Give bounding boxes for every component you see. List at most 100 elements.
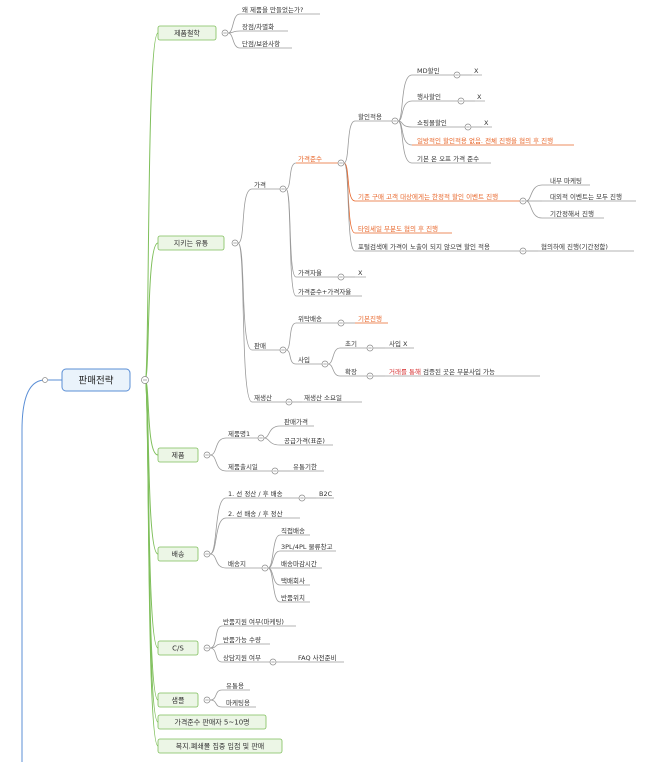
- purchase-toggle[interactable]: [321, 360, 329, 368]
- reproduction-toggle[interactable]: [285, 398, 293, 406]
- price-self-toggle[interactable]: [337, 273, 345, 281]
- root-toggle[interactable]: [141, 376, 149, 384]
- kind1-toggle[interactable]: [257, 434, 265, 442]
- expand-value: 거래를 통해 검증된 곳은 부분사입 가능: [389, 367, 495, 376]
- period-fixed-text: 기간정해서 진행: [550, 209, 594, 218]
- 3pl-text: 3PL/4PL 물류창고: [281, 543, 333, 551]
- weakness-text: 단점/보완사항: [242, 39, 280, 48]
- product-strategy-toggle[interactable]: [221, 29, 229, 37]
- price-self-text: 가격자율: [298, 268, 322, 277]
- cs-label: C/S: [172, 645, 184, 653]
- discount-toggle[interactable]: [391, 117, 399, 125]
- expand-value-rest: 검증된 곳은 부분사입 가능: [421, 367, 495, 376]
- keep-rules-toggle[interactable]: [231, 239, 239, 247]
- branch-welfare[interactable]: 복지.폐쇄몰 집중 입점 및 판매: [157, 738, 283, 754]
- initial-toggle[interactable]: [366, 344, 374, 352]
- root-label: 판매전략: [79, 375, 114, 387]
- ship-deadline-text: 배송마감시간: [281, 559, 317, 568]
- shipping-label: 배송: [172, 550, 185, 559]
- consign-toggle[interactable]: [337, 319, 345, 327]
- ship-location-text: 배송지: [228, 559, 246, 568]
- branch-product-strategy[interactable]: 제품철학: [157, 25, 217, 41]
- branch-product[interactable]: 제품: [157, 447, 199, 463]
- ship-location-toggle[interactable]: [261, 564, 269, 572]
- price-self-value: X: [358, 269, 363, 277]
- strength-text: 장점/차별화: [242, 22, 274, 31]
- portal-toggle[interactable]: [519, 247, 527, 255]
- branch-keep-rules[interactable]: 지키는 유통: [157, 235, 225, 251]
- ship-first-text: 1. 선 정산 / 후 배송: [228, 489, 283, 498]
- b2c-text: B2C: [319, 490, 333, 498]
- discount-text: 할인적용: [358, 112, 382, 121]
- event-discount-text: 행사할인: [417, 92, 441, 101]
- release-text: 제품출시일: [228, 462, 258, 471]
- courier-text: 택배회사: [281, 576, 305, 585]
- shipping-toggle[interactable]: [203, 550, 211, 558]
- portal-text: 포털검색에 가격이 노출이 되지 않으면 할인 적용: [358, 242, 490, 251]
- md-discount-text: MD할인: [417, 66, 440, 75]
- expiry-text: 유통기한: [293, 462, 317, 471]
- sample-toggle[interactable]: [203, 696, 211, 704]
- existing-customer-text: 기존 구매 고객 대상에게는 한정적 할인 이벤트 진행: [358, 192, 498, 201]
- price-toggle[interactable]: [279, 185, 287, 193]
- cs-toggle[interactable]: [203, 644, 211, 652]
- initial-value: 사입 X: [389, 339, 408, 348]
- direct-ship-text: 직접배송: [281, 526, 305, 535]
- price-comply-text: 가격준수: [298, 154, 322, 163]
- return-support-text: 반품지원 여부(마케팅): [223, 617, 284, 626]
- faq-text: FAQ 사전준비: [298, 653, 337, 662]
- purchase-text: 사입: [298, 355, 310, 364]
- keep-rules-label: 지키는 유통: [174, 239, 209, 248]
- consign-value: 기본진행: [358, 314, 382, 323]
- sample-label: 샘플: [172, 697, 185, 705]
- product-label: 제품: [172, 452, 185, 460]
- reproduction-value: 재생산 소요일: [304, 393, 342, 402]
- product-strategy-label: 제품철학: [174, 29, 200, 38]
- external-event-text: 대외적 이벤트는 모두 진행: [550, 192, 622, 201]
- release-toggle[interactable]: [271, 467, 279, 475]
- branch-cs[interactable]: C/S: [157, 640, 199, 656]
- price-comply-toggle[interactable]: [337, 159, 345, 167]
- branch-shipping[interactable]: 배송: [157, 546, 199, 562]
- branch-price-seller[interactable]: 가격준수 판매자 5~10명: [157, 714, 267, 730]
- event-discount-toggle[interactable]: [457, 97, 465, 105]
- consign-text: 위탁배송: [298, 314, 322, 323]
- event-discount-value: X: [477, 93, 482, 101]
- ship-second-text: 2. 선 배송 / 후 정산: [228, 509, 283, 518]
- ship-first-toggle[interactable]: [298, 494, 306, 502]
- sample-marketing-text: 마케팅용: [226, 698, 250, 707]
- timesale-text: 타임세일 부분도 협의 후 진행: [358, 224, 438, 233]
- root-node[interactable]: 판매전략: [61, 368, 131, 392]
- consult-text: 상담지원 여부: [223, 653, 261, 662]
- mall-discount-value: X: [484, 119, 489, 127]
- root-connectors: [21, 32, 159, 762]
- mall-discount-toggle[interactable]: [464, 123, 472, 131]
- sale-price-text: 판매가격: [284, 417, 308, 426]
- md-discount-value: X: [474, 67, 479, 75]
- sample-dist-text: 유통용: [226, 682, 244, 690]
- expand-text: 확장: [345, 367, 357, 376]
- branch-sample[interactable]: 샘플: [157, 692, 199, 708]
- mall-discount-text: 쇼핑몰할인: [417, 118, 447, 127]
- kind1-text: 제품명1: [228, 429, 250, 438]
- sales-text: 판매: [254, 341, 266, 350]
- price-text: 가격: [254, 180, 266, 189]
- md-discount-toggle[interactable]: [453, 71, 461, 79]
- basic-price-text: 기본 온 오프 가격 준수: [417, 154, 479, 163]
- left-collapse-toggle[interactable]: [42, 377, 48, 383]
- price-mixed-text: 가격준수+가격자율: [298, 287, 351, 296]
- expand-toggle[interactable]: [366, 372, 374, 380]
- initial-text: 초기: [345, 339, 357, 348]
- expand-value-highlight: 거래를 통해: [389, 367, 421, 376]
- sales-toggle[interactable]: [279, 346, 287, 354]
- existing-customer-toggle[interactable]: [519, 197, 527, 205]
- portal-child-text: 협의하에 진행(기간정함): [541, 242, 608, 251]
- reproduction-text: 재생산: [254, 393, 272, 402]
- why-made-text: 왜 제품을 만들었는가?: [242, 5, 303, 14]
- one-sided-text: 일방적인 할인적용 없음. 전체 진행을 협의 후 진행: [417, 136, 553, 145]
- return-location-text: 반품위치: [281, 593, 305, 602]
- supply-price-text: 공급가격(표준): [284, 436, 325, 445]
- consult-toggle[interactable]: [269, 658, 277, 666]
- product-toggle[interactable]: [203, 451, 211, 459]
